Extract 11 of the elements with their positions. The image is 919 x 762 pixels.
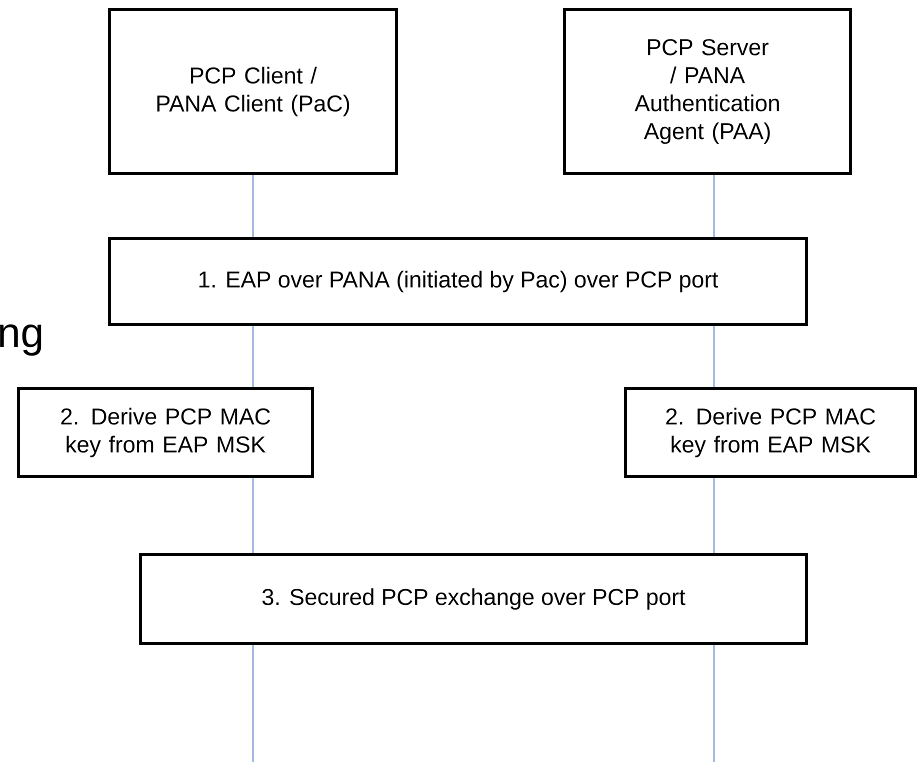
lifeline: [252, 644, 254, 762]
process-box: 2. Derive PCP MAC key from EAP MSK: [17, 386, 314, 478]
process-box: 1. EAP over PANA (initiated by Pac) over PCP port: [108, 236, 808, 326]
process-box: PCP Client / PANA Client (PaC): [108, 8, 398, 175]
process-box: 2. Derive PCP MAC key from EAP MSK: [624, 386, 917, 478]
lifeline: [252, 325, 254, 388]
process-box: 3. Secured PCP exchange over PCP port: [139, 552, 808, 645]
lifeline: [252, 174, 254, 238]
lifeline: [252, 477, 254, 554]
partial-word: ng: [0, 324, 42, 356]
process-box: PCP Server / PANA Authentication Agent (PAA): [563, 8, 852, 175]
